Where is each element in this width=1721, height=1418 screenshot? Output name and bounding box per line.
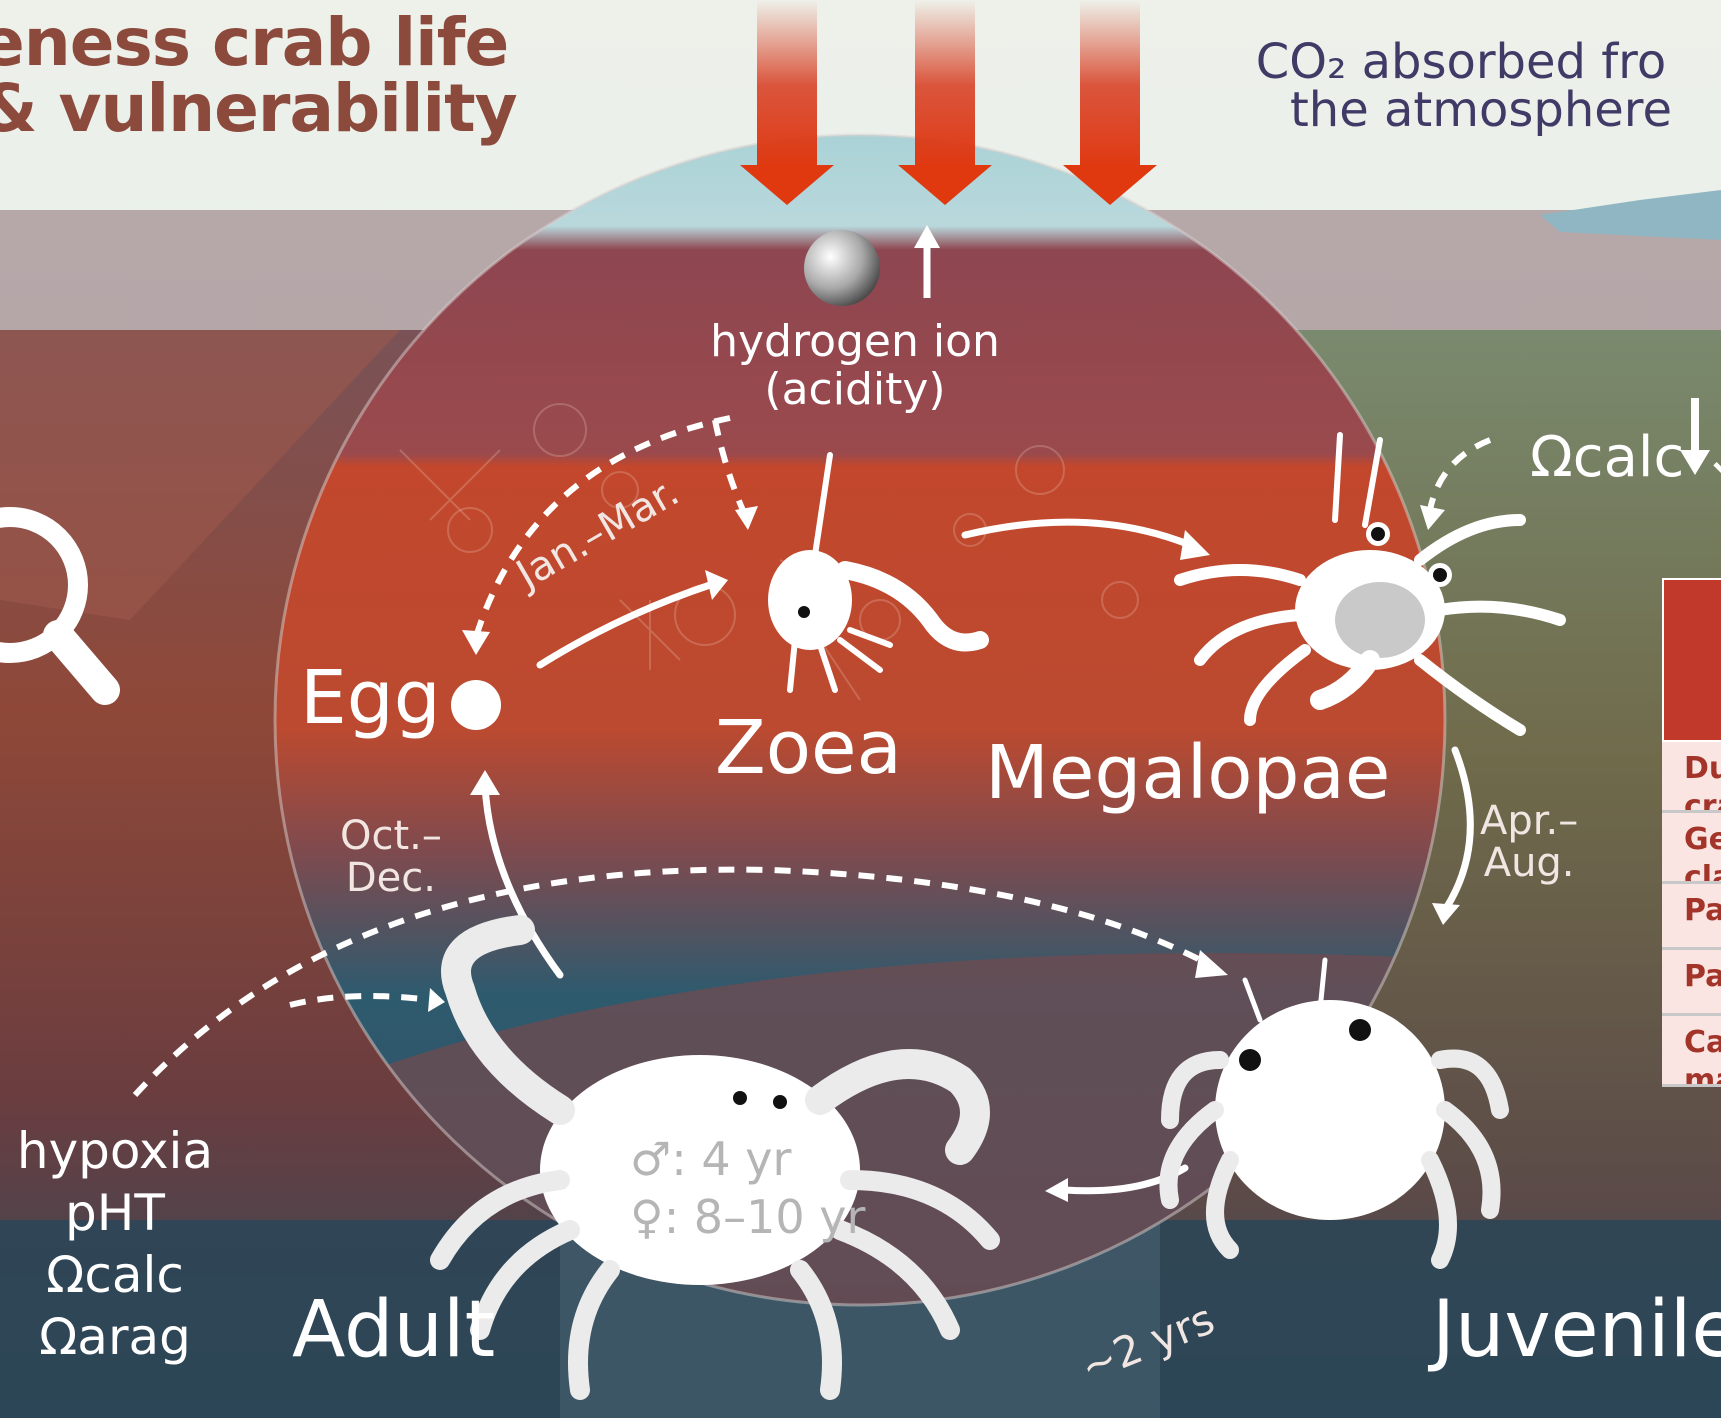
table-cell: Ge [1684, 821, 1721, 859]
maturity-male: ♂: 4 yr [630, 1130, 865, 1188]
co2-line-2: the atmosphere [1241, 86, 1721, 134]
table-header [1662, 578, 1721, 742]
stage-zoea-label: Zoea [715, 705, 902, 791]
stage-adult-label: Adult [292, 1285, 495, 1375]
stressor-hypoxia: hypoxia [10, 1120, 220, 1182]
maturity-age: ♂: 4 yr ♀: 8–10 yr [630, 1130, 865, 1246]
month-oct-line-1: Oct.– [340, 815, 442, 857]
table-cell: Pa [1684, 892, 1721, 930]
vulnerability-table: Du cra Ge cla Pa Pa Ca ma [1662, 578, 1721, 1087]
omega-calc-decrease-label: Ωcalc ↓ [1530, 425, 1721, 490]
stressor-ph: pHT [10, 1182, 220, 1244]
hydrogen-line-1: hydrogen ion [700, 318, 1010, 366]
stressor-omega-calc: Ωcalc [10, 1244, 220, 1306]
month-oct-dec: Oct.– Dec. [340, 815, 442, 899]
table-cell: Du [1684, 750, 1721, 788]
hydrogen-line-2: (acidity) [700, 366, 1010, 414]
table-cell: Ca [1684, 1024, 1721, 1062]
table-row: Ge cla [1662, 813, 1721, 884]
title-line-2: & vulnerability [0, 76, 517, 142]
table-row: Pa [1662, 884, 1721, 950]
co2-arrows [740, 0, 1157, 205]
co2-line-1: CO₂ absorbed fro [1201, 38, 1721, 86]
egg-dot [451, 680, 501, 730]
hydrogen-ion-label: hydrogen ion (acidity) [700, 318, 1010, 414]
month-apr-line-1: Apr.– [1480, 800, 1578, 842]
month-oct-line-2: Dec. [340, 857, 442, 899]
table-cell: ma [1684, 1062, 1721, 1087]
hydrogen-ion-ball [804, 230, 880, 306]
table-row: Ca ma [1662, 1016, 1721, 1087]
stage-egg-label: Egg [300, 655, 441, 741]
co2-caption: CO₂ absorbed fro the atmosphere [1201, 38, 1721, 134]
table-cell: cla [1684, 859, 1721, 884]
table-row: Pa [1662, 950, 1721, 1016]
stage-juvenile-label: Juvenile [1432, 1285, 1721, 1375]
title-line-1: eness crab life [0, 10, 517, 76]
month-apr-aug: Apr.– Aug. [1480, 800, 1578, 884]
table-cell: cra [1684, 788, 1721, 813]
page-title: eness crab life & vulnerability [0, 10, 517, 142]
table-row: Du cra [1662, 742, 1721, 813]
month-apr-line-2: Aug. [1480, 842, 1578, 884]
stressor-omega-arag: Ωarag [10, 1306, 220, 1368]
table-cell: Pa [1684, 958, 1721, 996]
maturity-female: ♀: 8–10 yr [630, 1188, 865, 1246]
stage-megalopae-label: Megalopae [985, 730, 1390, 816]
stressor-list: hypoxia pHT Ωcalc Ωarag [10, 1120, 220, 1368]
